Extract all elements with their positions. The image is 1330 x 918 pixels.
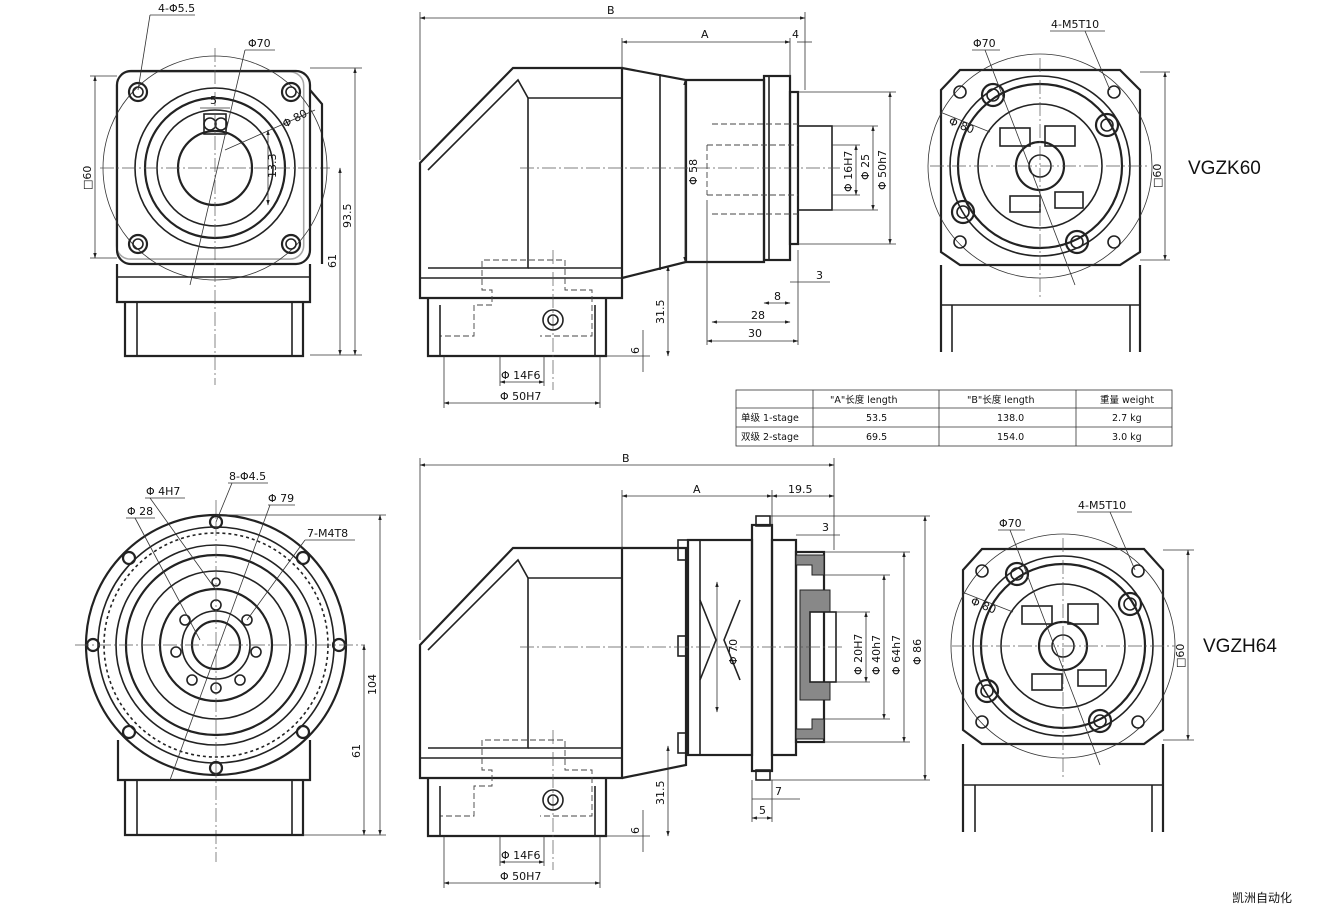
table-row2-weight: 3.0 kg: [1112, 432, 1142, 443]
table-header-weight: 重量 weight: [1100, 394, 1154, 406]
dia-4h7-label: Φ 4H7: [146, 485, 180, 498]
dim-b-bottom-label: B: [622, 452, 630, 465]
holes8-label: 8-Φ4.5: [229, 470, 266, 483]
tap-bottom-label: 4-M5T10: [1078, 499, 1126, 512]
dim-31-5-bottom-label: 31.5: [654, 781, 667, 806]
dim-3-bottom-label: 3: [822, 521, 829, 534]
dim-a-label: A: [701, 28, 709, 41]
pcd-bottom-rear-label: Φ70: [999, 517, 1022, 530]
dim-6-label: 6: [629, 347, 642, 354]
dim-19-5-label: 19.5: [788, 483, 813, 496]
dim-5-label: 5: [759, 804, 766, 817]
dim-3-label: 3: [816, 269, 823, 282]
dia-64-label: Φ 64h7: [890, 635, 903, 675]
dia-58-label: Φ 58: [687, 159, 700, 185]
table-row1-weight: 2.7 kg: [1112, 413, 1142, 424]
dia-14-bottom-label: Φ 14F6: [501, 849, 540, 862]
dia-86-label: Φ 86: [911, 639, 924, 665]
height-104-label: 104: [366, 674, 379, 695]
tap7-label: 7-M4T8: [307, 527, 348, 540]
dia-50-lower-label: Φ 50H7: [500, 390, 541, 403]
flange-bolt-holes: [85, 514, 347, 776]
pcd-rear-label: Φ70: [973, 37, 996, 50]
sq60-rear-label: □60: [1151, 164, 1164, 188]
watermark-text: 凯洲自动化: [1232, 891, 1292, 905]
height-61-label: 61: [326, 254, 339, 268]
table-header-a: "A"长度 length: [830, 394, 898, 406]
table-row1-a: 53.5: [866, 413, 887, 424]
top-front-view: □60 93.5 61 13.3 5 4-Φ5.5 Φ70 Φ 80: [81, 2, 362, 385]
key-5-label: 5: [210, 94, 217, 107]
dim-4-label: 4: [792, 28, 799, 41]
dia-80-rear-label: Φ 80: [947, 115, 976, 137]
dim-30-label: 30: [748, 327, 762, 340]
dia-50-bottom-label: Φ 50H7: [500, 870, 541, 883]
table-row1-stage: 单级 1-stage: [741, 412, 799, 424]
height-13-3-label: 13.3: [266, 154, 279, 179]
model-top-label: VGZK60: [1188, 158, 1261, 179]
dia-40-label: Φ 40h7: [870, 635, 883, 675]
bottom-front-view: 104 61 Φ 4H7 8-Φ4.5 Φ 28 Φ 79 7-M4T8: [75, 470, 386, 862]
dim-28-label: 28: [751, 309, 765, 322]
pcd-70-label: Φ70: [248, 37, 271, 50]
dia-28-label: Φ 28: [127, 505, 153, 518]
dia-14-label: Φ 14F6: [501, 369, 540, 382]
bottom-rear-view: □60 4-M5T10 Φ70 Φ 80 VGZH64: [950, 499, 1277, 832]
dia-79-label: Φ 79: [268, 492, 294, 505]
dim-b-label: B: [607, 4, 615, 17]
top-rear-view: □60 4-M5T10 Φ70 Φ 80 VGZK60: [927, 18, 1261, 352]
height-93-5-label: 93.5: [341, 204, 354, 229]
dia-70-bottom-label: Φ 70: [727, 639, 740, 665]
dia-50-label: Φ 50h7: [876, 150, 889, 190]
dim-a-bottom-label: A: [693, 483, 701, 496]
bottom-side-view: B A 19.5 3 Φ 70 Φ 20H7 Φ 40h7 Φ 64h7 Φ 8…: [418, 452, 930, 888]
height-61-bottom-label: 61: [350, 744, 363, 758]
dia-20-label: Φ 20H7: [852, 634, 865, 675]
dia-16-label: Φ 16H7: [842, 151, 855, 192]
table-row2-b: 154.0: [997, 432, 1024, 443]
model-bottom-label: VGZH64: [1203, 636, 1277, 657]
dia-25-label: Φ 25: [859, 154, 872, 180]
dim-7-label: 7: [775, 785, 782, 798]
table-row2-a: 69.5: [866, 432, 887, 443]
dim-6-bottom-label: 6: [629, 827, 642, 834]
dia-80-bottom-rear-label: Φ 80: [969, 595, 998, 617]
table-row2-stage: 双级 2-stage: [741, 431, 799, 443]
sq60-bottom-rear-label: □60: [1174, 644, 1187, 668]
dim-8-label: 8: [774, 290, 781, 303]
sq60-label: □60: [81, 166, 94, 190]
dim-31-5-label: 31.5: [654, 300, 667, 325]
tap-label: 4-M5T10: [1051, 18, 1099, 31]
spec-table: "A"长度 length "B"长度 length 重量 weight 单级 1…: [735, 389, 1173, 447]
table-row1-b: 138.0: [997, 413, 1024, 424]
top-side-view: B A 4 Φ 58 Φ 16H7 Φ 25 Φ 50h7 3 8 28 30 …: [418, 4, 896, 408]
dia-80-label: Φ 80: [280, 107, 309, 131]
holes-label: 4-Φ5.5: [158, 2, 195, 15]
table-header-b: "B"长度 length: [967, 394, 1035, 406]
